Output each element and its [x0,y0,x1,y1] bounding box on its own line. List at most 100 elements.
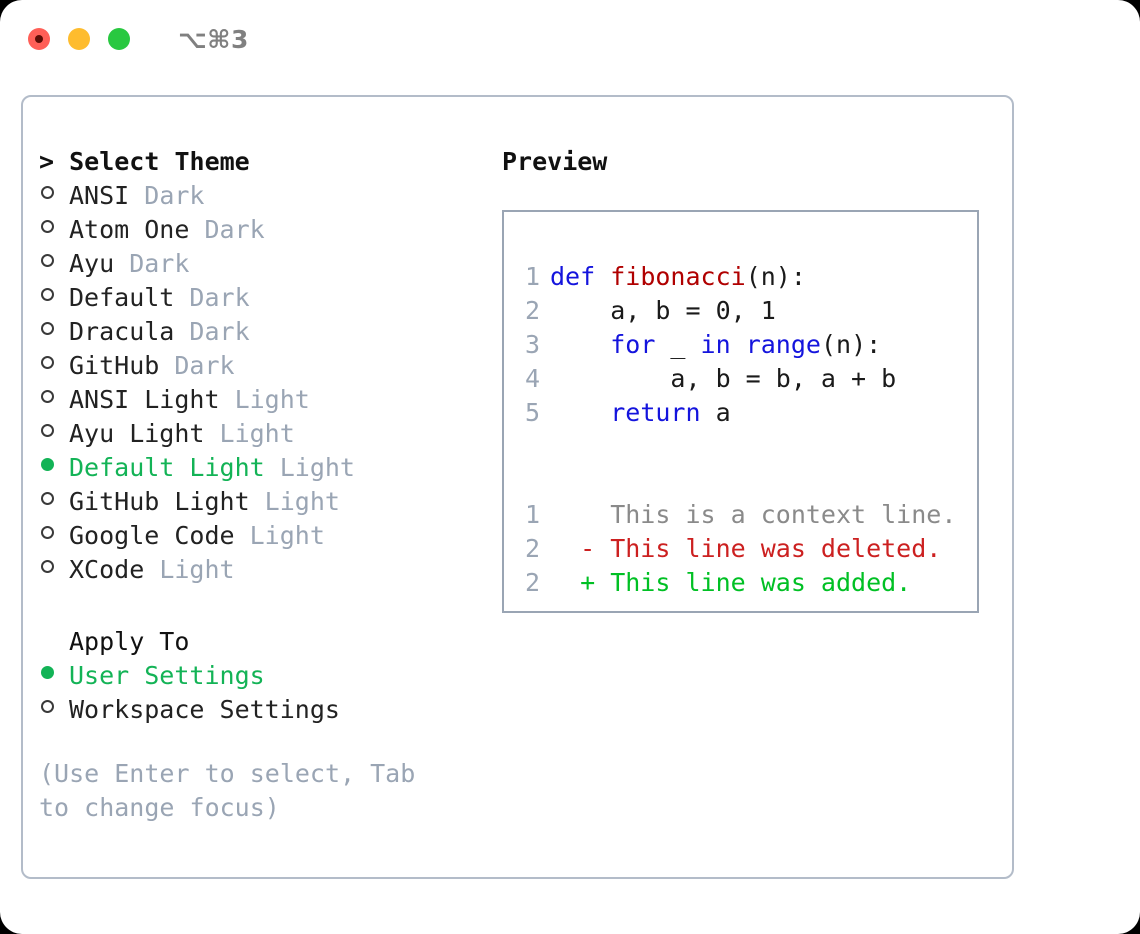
code-token [550,330,610,359]
diff-sample: 1 This is a context line.2 - This line w… [504,498,977,600]
option-variant-label: Light [234,521,325,550]
code-token [550,398,610,427]
option-label: Atom One [69,215,190,244]
code-token: a [700,398,731,427]
theme-option-atom-one[interactable]: Atom One Dark [39,213,489,247]
radio-ring [41,288,54,301]
apply-to-header: Apply To [69,627,190,656]
code-text: a, b = b, a + b [550,362,896,396]
option-variant-label: Light [204,419,295,448]
minimize-window-button[interactable] [68,28,90,50]
radio-ring [41,492,54,505]
option-label: GitHub [69,351,160,380]
radio-ring [41,390,54,403]
diff-line: 2 - This line was deleted. [504,532,977,566]
theme-option-github-light[interactable]: GitHub Light Light [39,485,489,519]
preview-title: Preview [502,147,608,176]
option-label: GitHub Light [69,487,250,516]
code-text: return a [550,396,731,430]
diff-line: 2 + This line was added. [504,566,977,600]
option-variant-label: Dark [174,317,250,346]
maximize-window-button[interactable] [108,28,130,50]
diff-line: 1 This is a context line. [504,498,977,532]
option-variant-label: Light [144,555,235,584]
radio-ring [41,322,54,335]
code-line: 1 def fibonacci(n): [504,260,977,294]
code-line: 5 return a [504,396,977,430]
line-number: 4 [524,364,540,393]
code-text: a, b = 0, 1 [550,294,776,328]
theme-option-ayu[interactable]: Ayu Dark [39,247,489,281]
option-variant-label: Dark [129,181,205,210]
option-label: Default [69,283,175,312]
radio-ring [41,220,54,233]
radio-ring [41,700,54,713]
theme-option-default[interactable]: Default Dark [39,281,489,315]
theme-option-dracula[interactable]: Dracula Dark [39,315,489,349]
code-token: (n): [745,262,806,291]
radio-ring [41,254,54,267]
option-label: User Settings [69,661,265,690]
code-token: return [610,398,701,427]
diff-text: - This line was deleted. [550,534,942,563]
keyboard-shortcut-label: ⌥⌘3 [178,24,249,54]
radio-dot [41,458,54,471]
line-number: 1 [524,500,540,529]
option-label: ANSI [69,181,130,210]
apply-option-workspace-settings[interactable]: Workspace Settings [39,693,489,727]
theme-list-header: > Select Theme [39,147,250,176]
close-window-button[interactable] [28,28,50,50]
option-label: ANSI Light [69,385,220,414]
code-line: 4 a, b = b, a + b [504,362,977,396]
code-token [731,330,746,359]
option-label: Ayu Light [69,419,205,448]
code-token: in [700,330,731,359]
code-token: for [610,330,656,359]
option-label: XCode [69,555,145,584]
window-controls [28,28,130,50]
option-label: Default Light [69,453,265,482]
diff-text: This is a context line. [550,500,957,529]
code-token: def [550,262,611,291]
radio-ring [41,560,54,573]
line-number: 2 [524,568,540,597]
code-token: a, b = 0, 1 [550,296,776,325]
theme-option-ayu-light[interactable]: Ayu Light Light [39,417,489,451]
code-token: fibonacci [610,262,746,291]
theme-option-google-code[interactable]: Google Code Light [39,519,489,553]
theme-option-github[interactable]: GitHub Dark [39,349,489,383]
theme-option-ansi[interactable]: ANSI Dark [39,179,489,213]
option-variant-label: Light [264,453,355,482]
theme-option-ansi-light[interactable]: ANSI Light Light [39,383,489,417]
code-token: _ [655,330,701,359]
line-number: 2 [524,296,540,325]
line-number: 1 [524,262,540,291]
code-token: (n): [820,330,882,359]
code-text: for _ in range(n): [550,328,881,362]
keyboard-hint-text: (Use Enter to select, Tab to change focu… [39,759,416,822]
line-number: 3 [524,330,540,359]
radio-dot [41,666,54,679]
theme-option-default-light[interactable]: Default Light Light [39,451,489,485]
code-text: def fibonacci(n): [550,260,806,294]
radio-ring [41,356,54,369]
option-variant-label: Dark [114,249,190,278]
option-variant-label: Dark [159,351,235,380]
option-label: Workspace Settings [69,695,340,724]
option-variant-label: Dark [174,283,250,312]
option-label: Ayu [69,249,115,278]
theme-option-xcode[interactable]: XCode Light [39,553,489,587]
radio-ring [41,186,54,199]
line-number: 5 [524,398,540,427]
apply-option-user-settings[interactable]: User Settings [39,659,489,693]
code-line: 2 a, b = 0, 1 [504,294,977,328]
radio-ring [41,526,54,539]
